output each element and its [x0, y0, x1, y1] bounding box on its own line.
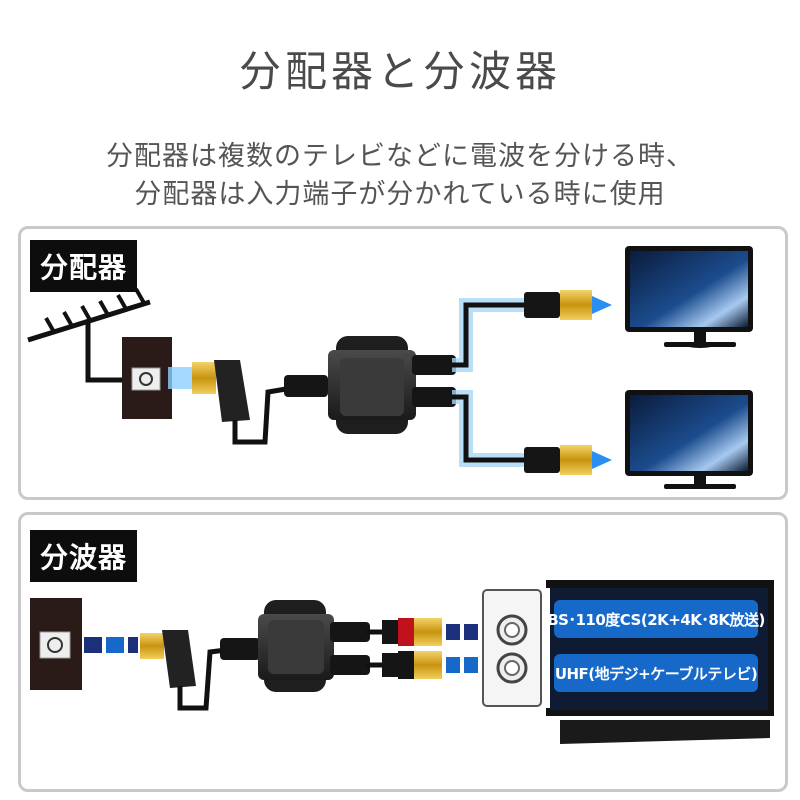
tv-input-bs-cs-label: BS･110度CS(2K+4K･8K放送)	[547, 600, 765, 638]
tv-icon	[625, 390, 753, 489]
page-title: 分配器と分波器	[238, 47, 561, 96]
antenna-icon	[27, 288, 151, 383]
separator-box-icon	[258, 600, 334, 692]
subtitle-line-2: 分配器は入力端子が分かれている時に使用	[134, 179, 666, 210]
angle-plug-icon	[162, 630, 196, 688]
gold-plug-icon	[140, 633, 164, 659]
wall-outlet-icon	[122, 337, 172, 419]
gold-plug-icon	[560, 290, 592, 320]
tv-input-terminal-icon	[482, 589, 542, 707]
arrow-icon	[592, 296, 612, 314]
gold-plug-icon	[414, 651, 442, 679]
gold-plug-icon	[414, 618, 442, 646]
subtitle-line-1: 分配器は複数のテレビなどに電波を分ける時、	[106, 141, 694, 172]
splitter-label: 分配器	[30, 240, 138, 292]
gold-plug-icon	[192, 362, 216, 394]
angle-plug-icon	[214, 360, 250, 422]
arrow-icon	[592, 451, 612, 469]
gold-plug-icon	[560, 445, 592, 475]
wall-outlet-icon	[30, 598, 82, 690]
tv-input-uhf-label: UHF(地デジ+ケーブルテレビ)	[554, 654, 758, 692]
separator-label: 分波器	[30, 530, 138, 582]
splitter-box-icon	[328, 336, 416, 434]
tv-icon	[625, 246, 753, 348]
